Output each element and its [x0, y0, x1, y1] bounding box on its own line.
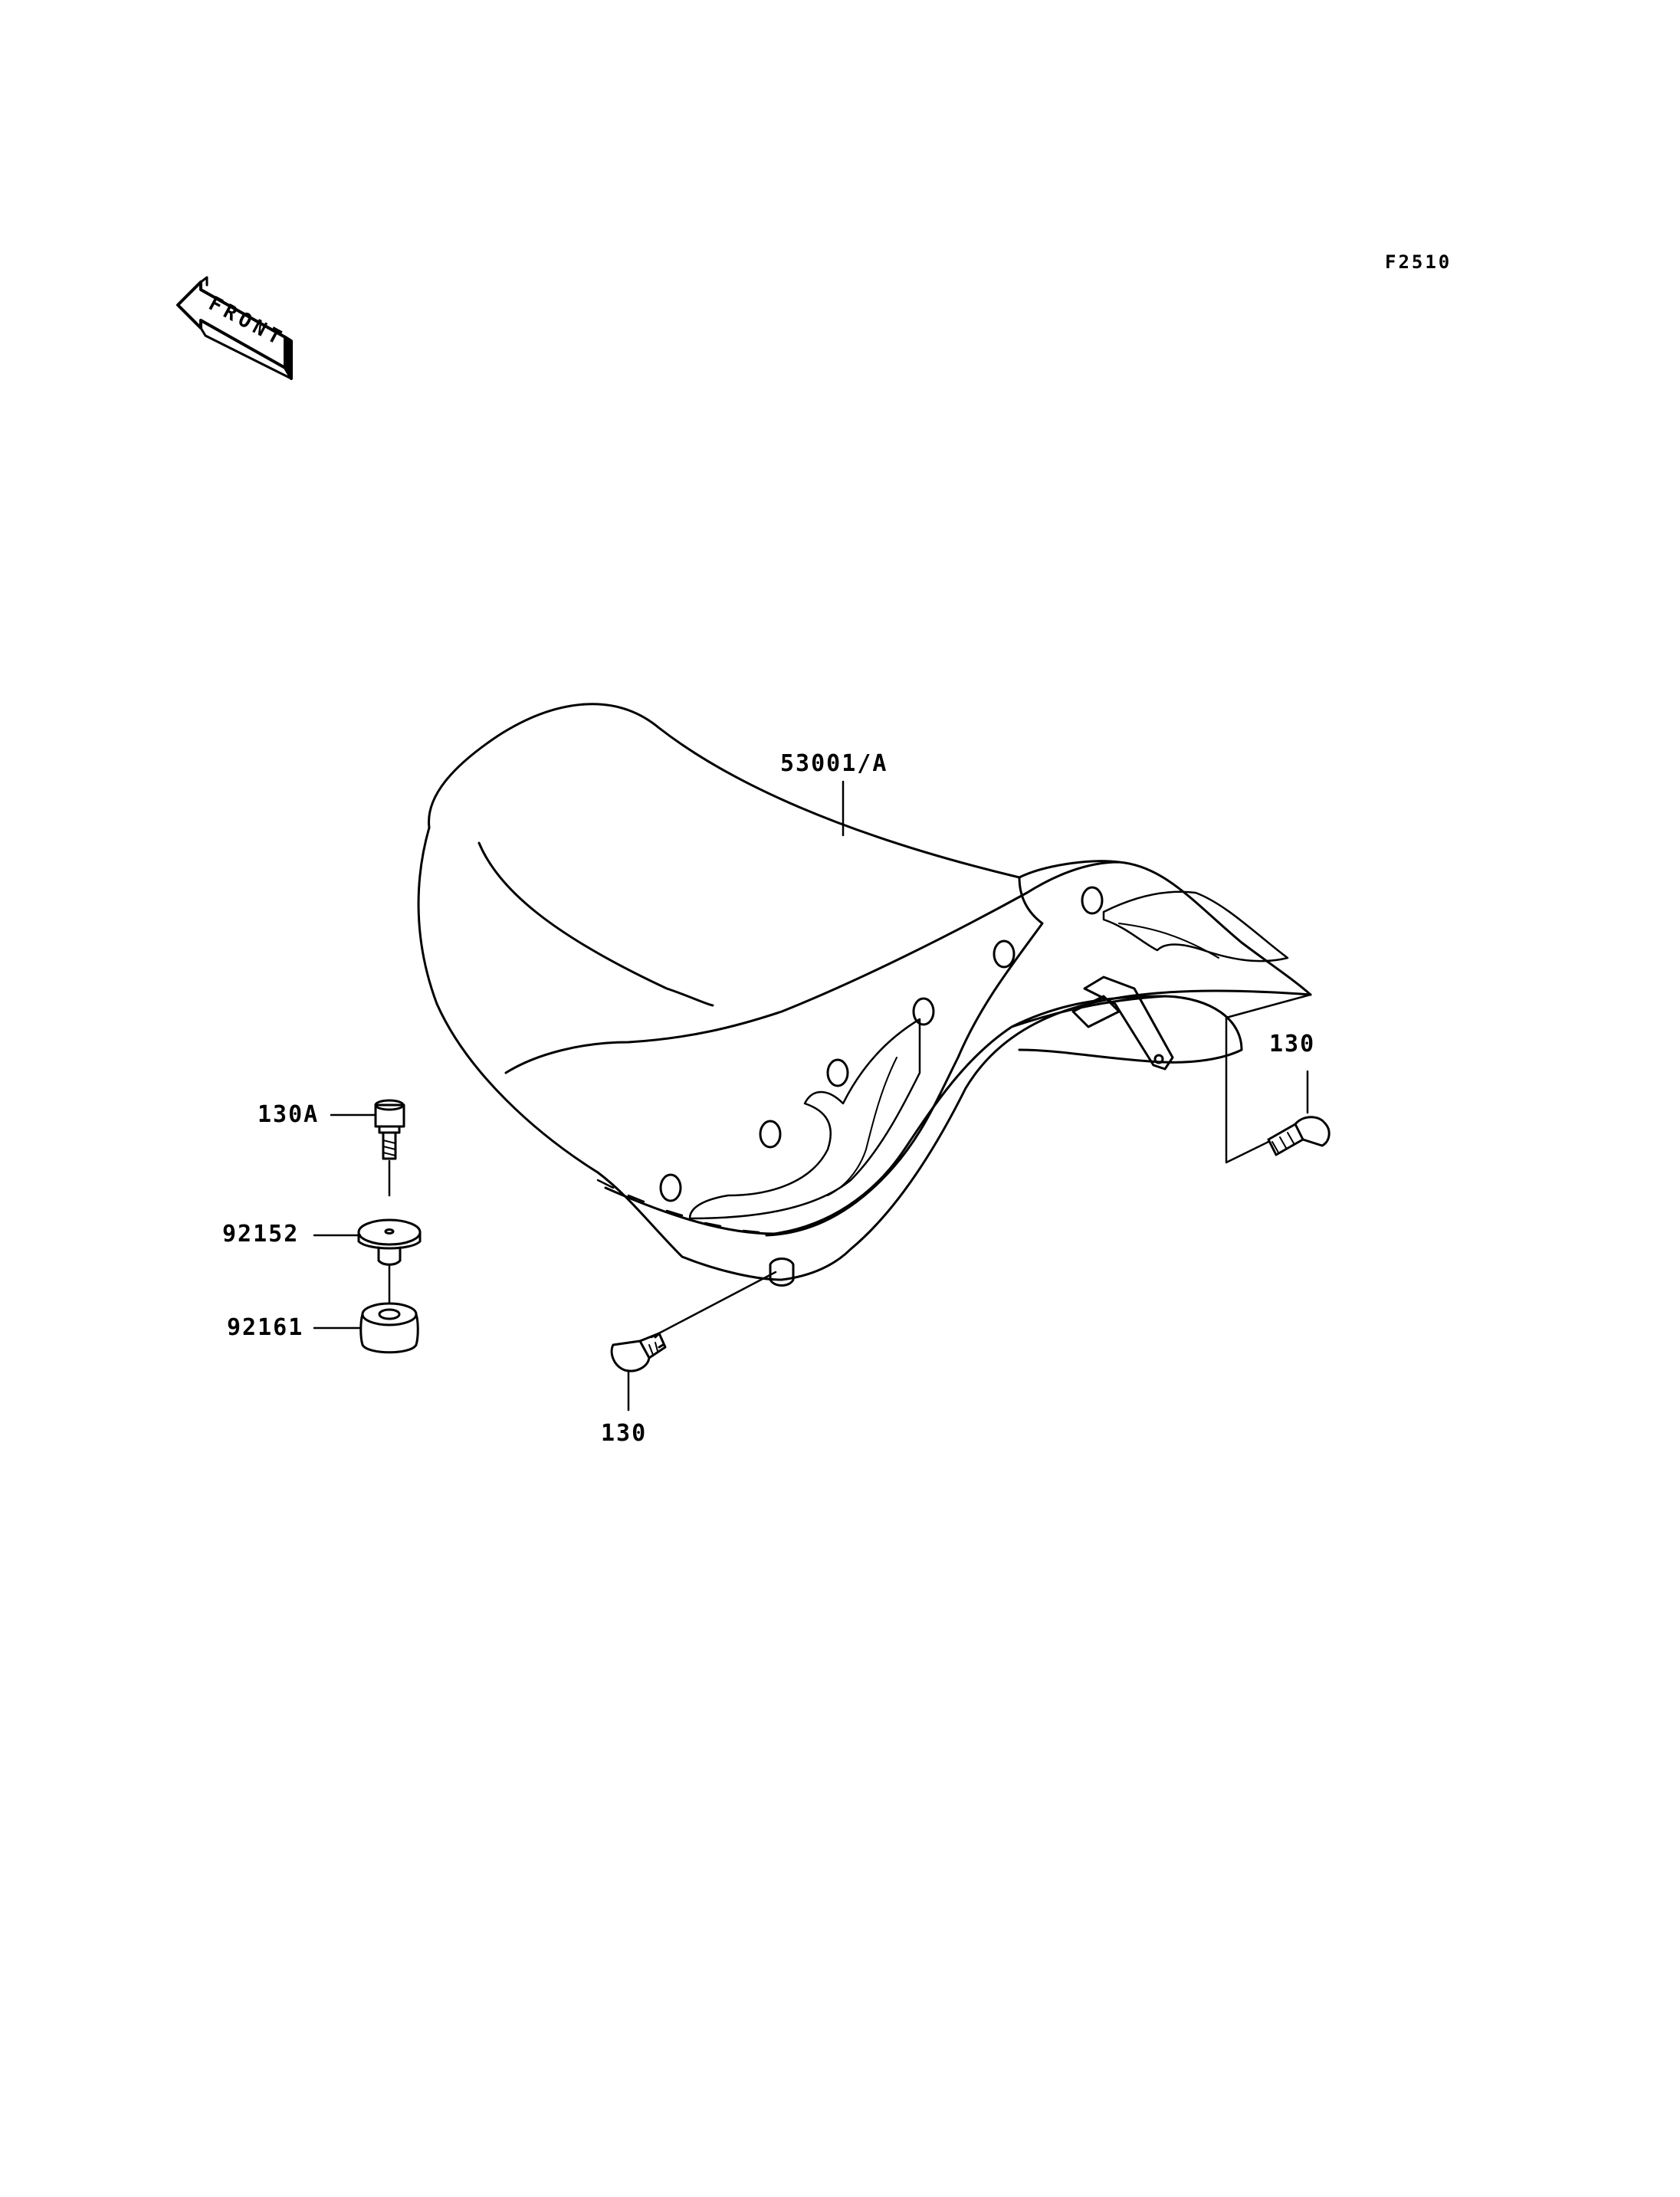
collar-icon: [357, 1218, 422, 1266]
front-arrow-icon: FRONT: [176, 276, 293, 380]
seat-outline: [417, 703, 1312, 1287]
part-label-bolt-long: 130A: [258, 1101, 320, 1128]
part-label-bolt-rear: 130: [1269, 1031, 1316, 1058]
figure-code: F2510: [1385, 251, 1452, 273]
bolt-long-icon: [374, 1099, 405, 1160]
part-label-bolt-front: 130: [601, 1420, 648, 1447]
part-label-damper: 92161: [227, 1314, 304, 1341]
part-label-collar: 92152: [222, 1221, 300, 1248]
damper-icon: [359, 1302, 419, 1354]
bolt-rear-icon: [1267, 1116, 1331, 1156]
part-label-seat: 53001/A: [780, 750, 888, 777]
bolt-front-icon: [610, 1332, 667, 1372]
leader-lines: [313, 780, 1312, 1412]
